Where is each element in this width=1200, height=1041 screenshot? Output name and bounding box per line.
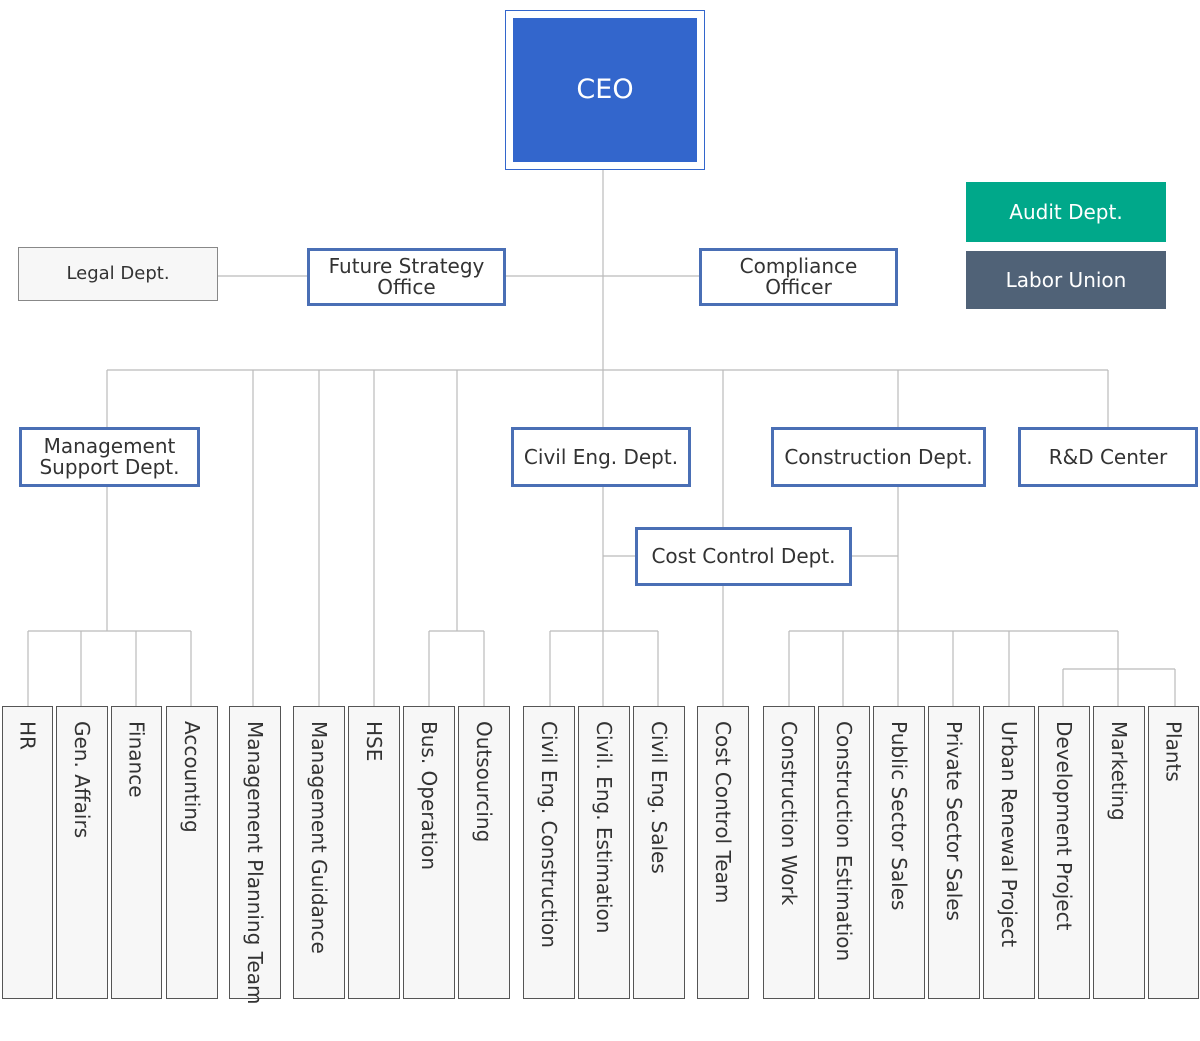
legal-dept-box[interactable]: Legal Dept. [18,247,218,301]
team-label: Plants [1161,721,1186,782]
team-gen-affairs[interactable]: Gen. Affairs [56,706,108,999]
team-label: Public Sector Sales [887,721,911,911]
management-support-label-line2: Support Dept. [39,455,180,479]
team-label: Gen. Affairs [70,721,94,839]
team-marketing[interactable]: Marketing [1093,706,1145,999]
future-strategy-label-line1: Future Strategy [328,254,485,278]
civil-eng-dept-label: Civil Eng. Dept. [523,444,679,469]
audit-dept-box[interactable]: Audit Dept. [966,182,1166,242]
team-civil-eng-sales[interactable]: Civil Eng. Sales [633,706,685,999]
team-finance[interactable]: Finance [111,706,162,999]
team-label: HR [15,721,40,750]
team-accounting[interactable]: Accounting [166,706,218,999]
team-label: Private Sector Sales [942,721,966,921]
audit-dept-label: Audit Dept. [1009,199,1123,224]
team-label: Civil. Eng. Estimation [592,721,616,934]
team-management-guidance[interactable]: Management Guidance [293,706,345,999]
ceo-box[interactable]: CEO [513,18,697,162]
team-label: Accounting [180,721,204,833]
team-cost-control[interactable]: Cost Control Team [697,706,749,999]
civil-eng-dept-box[interactable]: Civil Eng. Dept. [511,427,691,487]
team-construction-estimation[interactable]: Construction Estimation [818,706,870,999]
team-label: Urban Renewal Project [997,721,1021,948]
team-label: Civil Eng. Construction [537,721,561,948]
team-label: Management Planning Team [243,721,267,1005]
future-strategy-office-box[interactable]: Future Strategy Office [307,248,506,306]
construction-dept-label: Construction Dept. [784,444,973,469]
cost-control-dept-box[interactable]: Cost Control Dept. [635,527,852,586]
future-strategy-label-line2: Office [377,275,436,299]
team-plants[interactable]: Plants [1148,706,1199,999]
team-label: HSE [362,721,386,762]
management-support-label-line1: Management [43,434,176,458]
compliance-officer-box[interactable]: Compliance Officer [699,248,898,306]
compliance-label-line2: Officer [765,275,832,299]
team-management-planning[interactable]: Management Planning Team [229,706,281,1004]
team-hr[interactable]: HR [2,706,53,999]
team-private-sector-sales[interactable]: Private Sector Sales [928,706,980,999]
rnd-center-box[interactable]: R&D Center [1018,427,1198,487]
team-label: Construction Work [777,721,801,906]
team-label: Marketing [1107,721,1131,821]
ceo-label: CEO [576,73,634,105]
team-urban-renewal-project[interactable]: Urban Renewal Project [983,706,1035,999]
rnd-center-label: R&D Center [1048,444,1168,469]
team-hse[interactable]: HSE [348,706,400,999]
team-label: Management Guidance [307,721,331,954]
team-civil-eng-construction[interactable]: Civil Eng. Construction [523,706,575,999]
team-public-sector-sales[interactable]: Public Sector Sales [873,706,925,999]
team-label: Cost Control Team [711,721,735,904]
team-construction-work[interactable]: Construction Work [763,706,815,999]
team-label: Development Project [1052,721,1076,931]
legal-dept-label: Legal Dept. [66,262,170,284]
compliance-label-line1: Compliance [739,254,858,278]
team-development-project[interactable]: Development Project [1038,706,1090,999]
team-label: Outsourcing [472,721,496,843]
team-label: Finance [124,721,149,798]
labor-union-box[interactable]: Labor Union [966,251,1166,309]
team-label: Civil Eng. Sales [647,721,671,874]
construction-dept-box[interactable]: Construction Dept. [771,427,986,487]
team-bus-operation[interactable]: Bus. Operation [403,706,455,999]
team-label: Bus. Operation [417,721,441,871]
cost-control-dept-label: Cost Control Dept. [651,544,836,568]
labor-union-label: Labor Union [1005,267,1127,292]
team-label: Construction Estimation [832,721,856,962]
team-civil-eng-estimation[interactable]: Civil. Eng. Estimation [578,706,630,999]
management-support-dept-box[interactable]: Management Support Dept. [19,427,200,487]
team-outsourcing[interactable]: Outsourcing [458,706,510,999]
